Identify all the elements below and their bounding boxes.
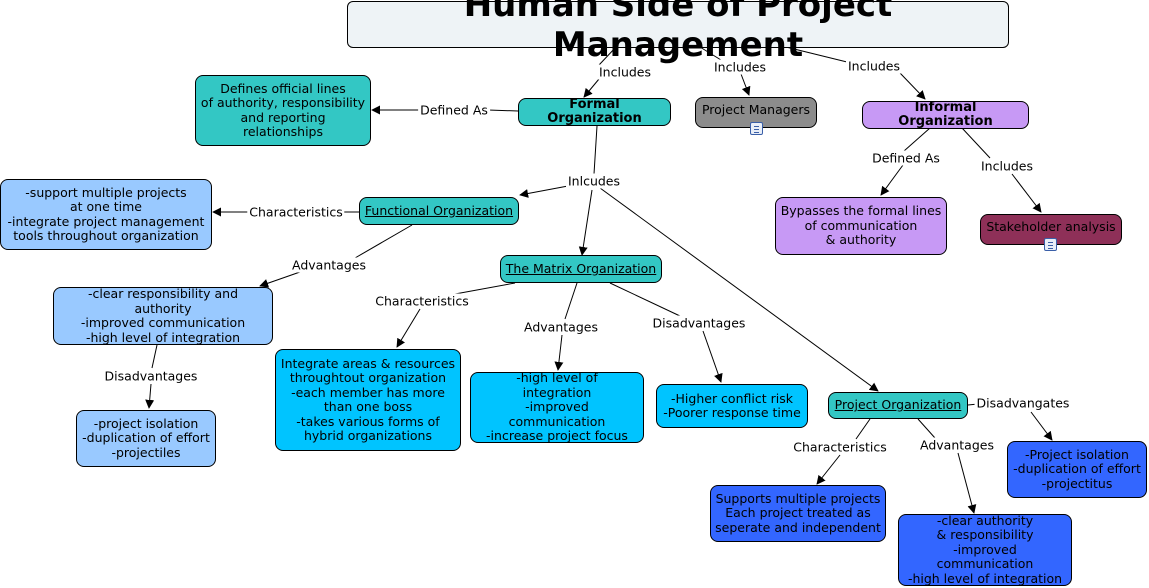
link-label-disadvantages: Disadvantages [102,368,200,384]
link-label-advantages: Advantages [290,257,368,273]
link-label-inlcudes: Inlcudes [565,173,623,189]
node-matrix-characteristics[interactable]: Integrate areas & resources throughtout … [275,349,461,451]
node-defines-official-lines[interactable]: Defines official lines of authority, res… [195,75,371,146]
node-functional-disadvantages[interactable]: -project isolation -duplication of effor… [76,410,216,467]
link-label-characteristics: Characteristics [373,293,471,309]
link-label-characteristics: Characteristics [247,204,345,220]
node-project-disadvantages[interactable]: -Project isolation -duplication of effor… [1007,441,1147,498]
link-label-defined-as: Defined As [870,150,942,166]
link-label-includes: Includes [596,64,654,80]
node-functional-characteristics[interactable]: -support multiple projects at one time -… [0,179,212,250]
link-label-advantages: Advantages [522,319,600,335]
node-project-organization[interactable]: Project Organization [828,392,968,419]
document-icon[interactable] [1044,238,1057,251]
node-functional-advantages[interactable]: -clear responsibility and authority -imp… [53,286,273,345]
link-label-includes: Includes [845,58,903,74]
node-formal-organization[interactable]: Formal Organization [518,97,671,126]
node-matrix-organization[interactable]: The Matrix Organization [500,255,662,283]
link-label-includes: Includes [711,59,769,75]
node-project-characteristics[interactable]: Supports multiple projects Each project … [710,485,886,542]
link-label-disadvangates: Disadvangates [974,395,1072,411]
link-label-disadvantages: Disadvantages [650,315,748,331]
link-label-defined-as: Defined As [418,102,490,118]
link-label-advantages: Advantages [918,437,996,453]
node-matrix-advantages[interactable]: -high level of integration -improved com… [470,371,644,443]
link-label-characteristics: Characteristics [791,439,889,455]
node-project-advantages[interactable]: -clear authority & responsibility -impro… [898,513,1072,586]
document-icon[interactable] [750,122,763,135]
node-functional-organization[interactable]: Functional Organization [359,197,519,225]
link-label-includes: Includes [978,158,1036,174]
page-title: Human Side of Project Management [347,0,1009,65]
node-matrix-disadvantages[interactable]: -Higher conflict risk -Poorer response t… [656,384,808,428]
node-bypasses-formal-lines[interactable]: Bypasses the formal lines of communicati… [775,197,947,255]
node-informal-organization[interactable]: Informal Organization [862,100,1029,129]
